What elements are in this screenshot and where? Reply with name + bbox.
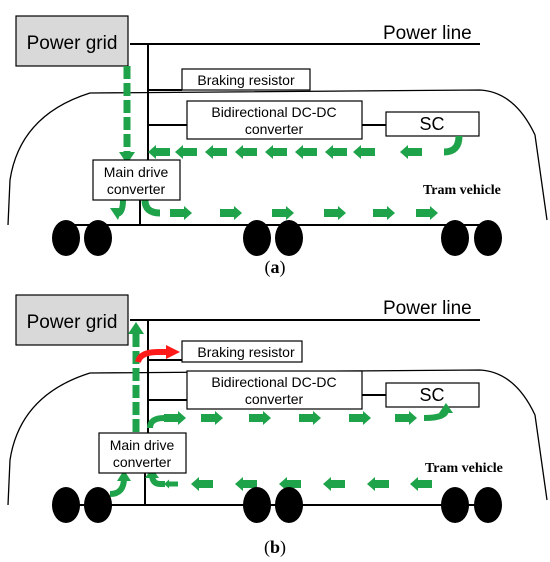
caption-open: ( <box>264 537 270 558</box>
flow-arrow <box>295 145 317 159</box>
flow-arrow <box>235 145 257 159</box>
power-grid-label: Power grid <box>27 312 118 333</box>
flow-arrow <box>323 477 345 491</box>
braking-resistor-box <box>181 340 303 363</box>
flow-arrow <box>400 145 422 159</box>
flow-arrow <box>175 145 197 159</box>
main-drive-converter-box <box>92 159 181 201</box>
wheel <box>275 220 303 256</box>
wheel <box>275 487 303 523</box>
braking-flow-arrow-head <box>166 345 180 359</box>
braking-resistor-label: Braking resistor <box>197 72 295 88</box>
panel-b: Power grid Power line Braking resistor B… <box>7 294 548 558</box>
sc-box <box>385 382 480 408</box>
flow-arrow-head <box>119 152 135 164</box>
wheel <box>441 487 469 523</box>
wheel <box>52 487 80 523</box>
power-grid-box <box>15 294 129 346</box>
main-drive-converter-label-line1: Main drive <box>110 437 175 453</box>
flow-arrow <box>395 411 417 425</box>
flow-arrow <box>353 145 375 159</box>
flow-arrow <box>205 145 227 159</box>
flow-arrow <box>201 411 223 425</box>
dcdc-converter-box <box>186 100 363 140</box>
flow-arrow-head <box>439 403 453 413</box>
flow-arrow <box>265 145 287 159</box>
dcdc-converter-label-line2: converter <box>245 391 304 407</box>
wheel <box>441 220 469 256</box>
wheel <box>243 487 271 523</box>
tram-body-outline <box>7 89 548 226</box>
flow-arrow <box>410 477 432 491</box>
flow-arrow <box>191 477 213 491</box>
flow-arrow <box>220 206 242 220</box>
tram-vehicle-label: Tram vehicle <box>425 461 503 476</box>
wheel <box>243 220 271 256</box>
wheels-a <box>52 220 502 256</box>
flow-arrow <box>147 415 165 429</box>
energy-flow-arrows-a <box>110 66 463 220</box>
braking-resistor-label: Braking resistor <box>197 344 295 360</box>
wheel <box>474 487 502 523</box>
flow-arrow <box>443 135 463 156</box>
caption-a: (a) <box>265 257 286 278</box>
flow-arrow <box>367 477 389 491</box>
tram-body-outline <box>7 369 548 506</box>
caption-letter: b <box>270 537 280 557</box>
flow-arrows-bus-to-sc <box>164 411 417 425</box>
power-line-label: Power line <box>383 298 472 319</box>
caption-open: ( <box>265 257 271 278</box>
sc-label: SC <box>419 114 444 134</box>
caption-close: ) <box>280 537 286 558</box>
power-line-label: Power line <box>383 23 472 44</box>
dcdc-converter-box <box>186 370 363 410</box>
panel-a: Power grid Power line Braking resistor B… <box>7 15 548 278</box>
main-drive-converter-label-line2: converter <box>113 454 172 470</box>
flow-arrow <box>324 206 346 220</box>
main-drive-converter-label-line2: converter <box>107 181 166 197</box>
wheel <box>52 220 80 256</box>
flow-arrow <box>272 206 294 220</box>
flow-arrow <box>164 479 178 489</box>
dcdc-converter-label-line1: Bidirectional DC-DC <box>211 374 336 390</box>
flow-arrow <box>141 199 161 217</box>
wheels-b <box>52 487 502 523</box>
power-grid-box <box>15 15 129 67</box>
dcdc-converter-label-line1: Bidirectional DC-DC <box>211 104 336 120</box>
wheel <box>474 220 502 256</box>
sc-box <box>385 111 480 137</box>
power-grid-label: Power grid <box>27 33 118 54</box>
flow-arrow <box>148 145 170 159</box>
flow-arrow <box>349 411 371 425</box>
flow-arrow-head <box>117 470 131 481</box>
flow-arrow <box>373 206 395 220</box>
dcdc-converter-label-line2: converter <box>245 121 304 137</box>
flow-arrow <box>299 411 321 425</box>
main-drive-converter-label-line1: Main drive <box>104 164 169 180</box>
flow-arrows-sc-to-bus <box>148 145 422 159</box>
flow-arrows-to-wheels <box>170 206 438 220</box>
flow-arrow <box>325 145 347 159</box>
flow-arrow <box>416 206 438 220</box>
caption-b: (b) <box>264 537 286 558</box>
sc-label: SC <box>419 385 444 405</box>
caption-close: ) <box>280 257 286 278</box>
flow-arrow-head <box>110 208 122 220</box>
tram-vehicle-label: Tram vehicle <box>423 183 501 198</box>
braking-resistor-box <box>181 68 311 91</box>
main-drive-converter-box <box>98 432 187 474</box>
caption-letter: a <box>271 257 280 277</box>
flow-arrow <box>170 206 192 220</box>
flow-arrows-wheels-to-bus <box>164 477 432 491</box>
wheel <box>84 220 112 256</box>
wheel <box>84 487 112 523</box>
flow-arrow-head <box>128 322 144 334</box>
flow-arrow <box>164 411 186 425</box>
braking-flow-arrow <box>135 349 168 363</box>
flow-arrow <box>249 411 271 425</box>
